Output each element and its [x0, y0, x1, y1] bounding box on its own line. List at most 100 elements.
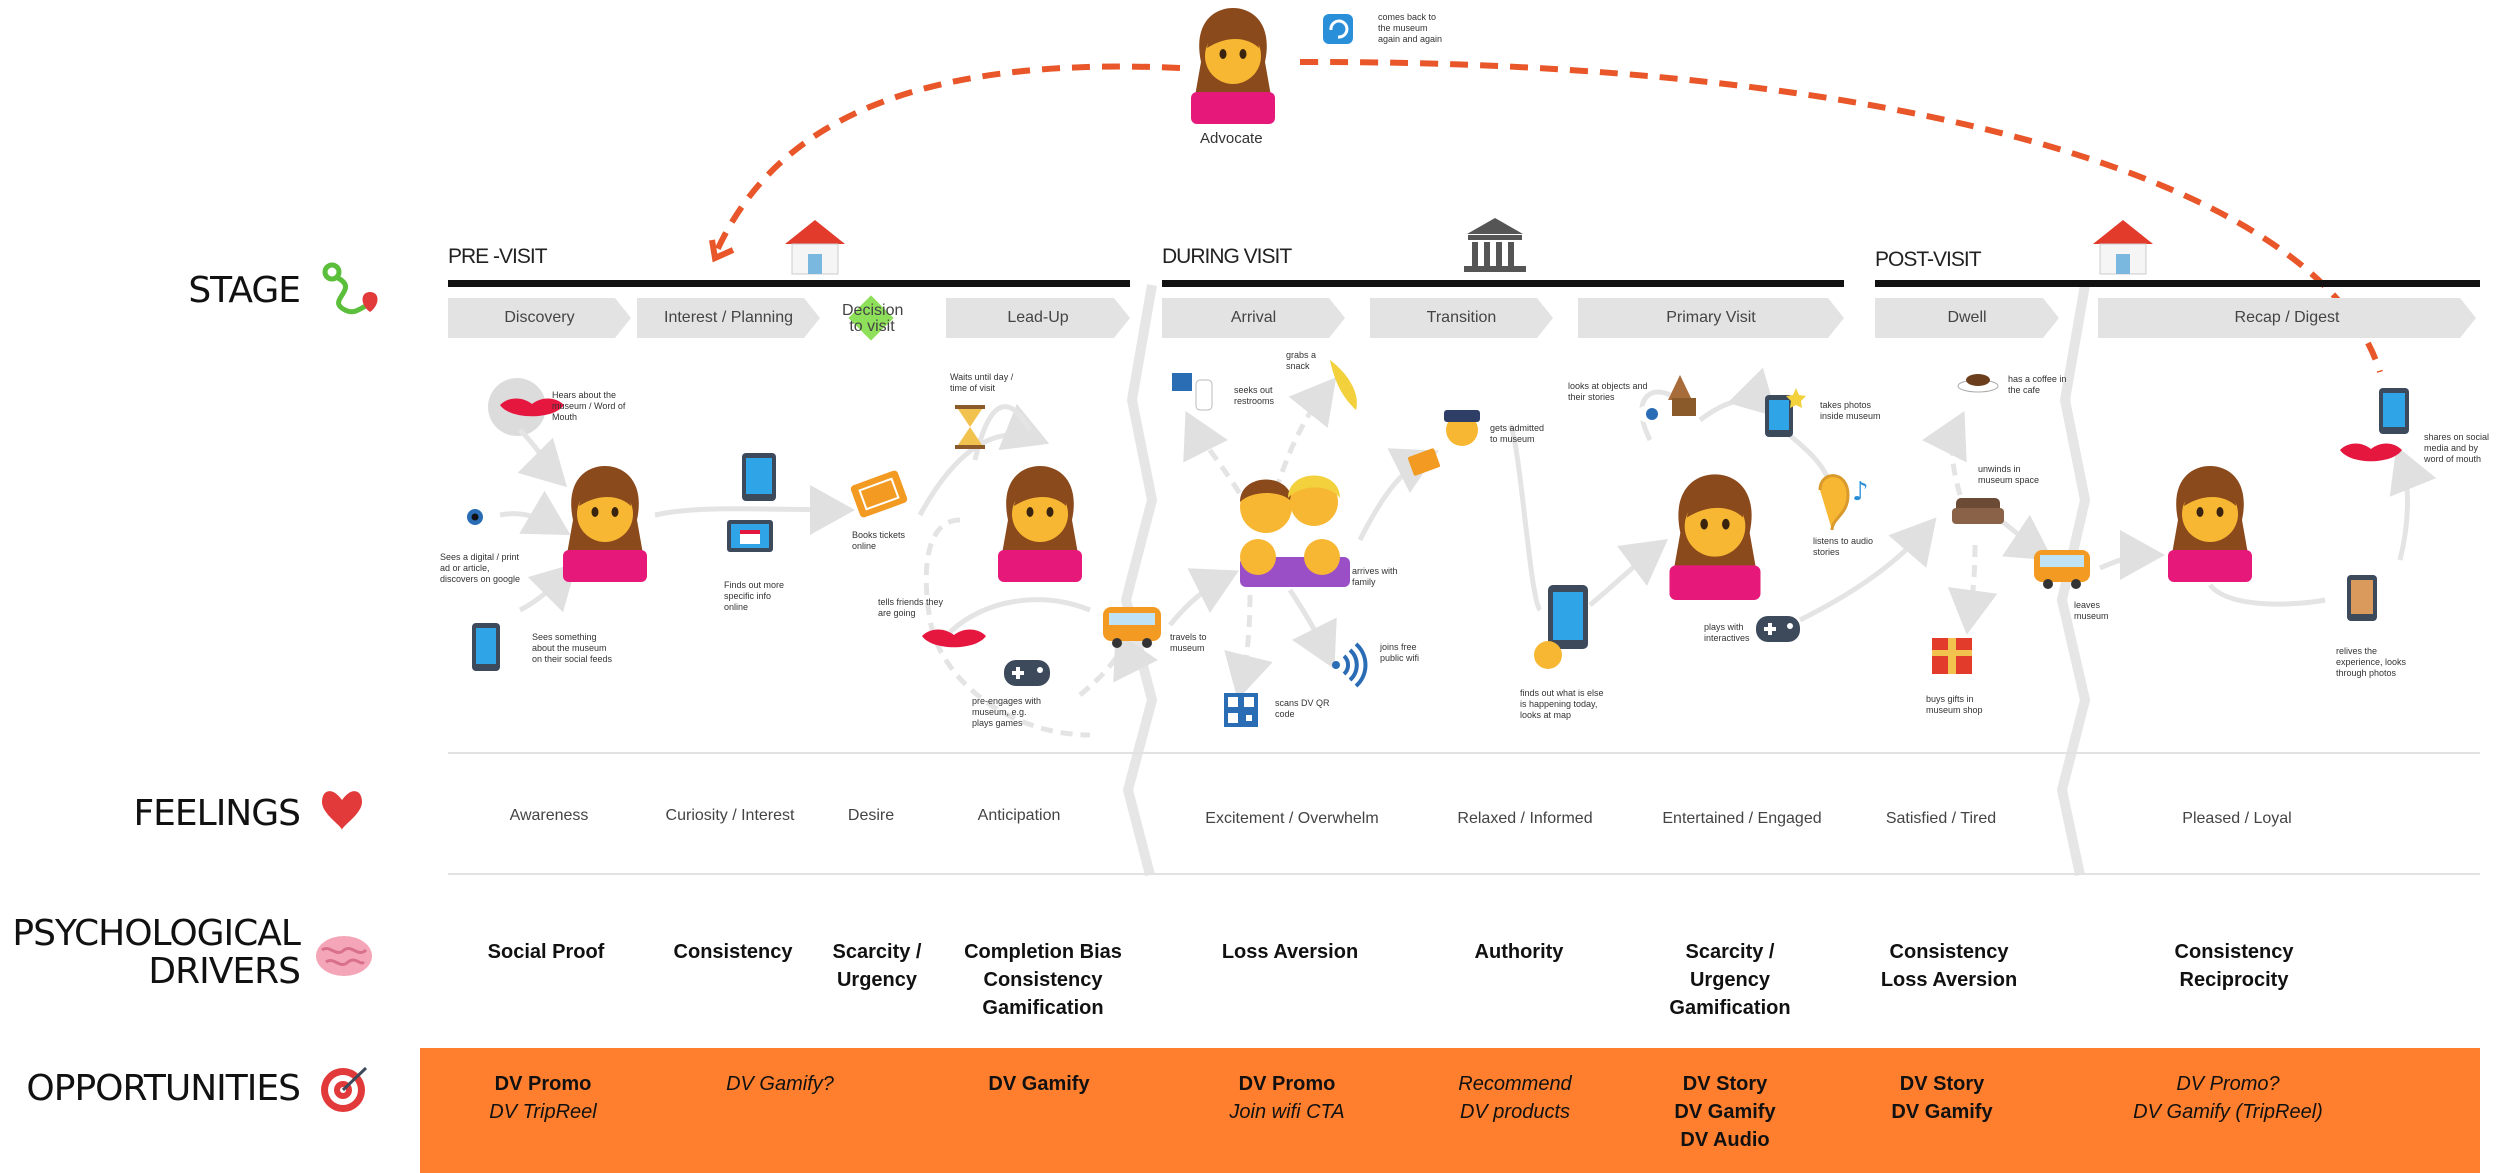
- opportunities-band: [420, 1048, 2480, 1173]
- hourglass-icon: [955, 405, 985, 449]
- opportunity-line: DV Gamify: [1891, 1101, 1993, 1123]
- family-icon: [1240, 475, 1350, 587]
- step-lead-up: Lead-Up: [946, 298, 1130, 338]
- row-label-feelings: FEELINGS: [133, 793, 301, 834]
- step-arrival: Arrival: [1162, 298, 1345, 338]
- note-qr: scans DV QR code: [1275, 698, 1330, 719]
- divider-stage-feelings: [448, 752, 2480, 754]
- eye-icon: [450, 505, 500, 529]
- opportunity-primary: DV Story DV Gamify DV Audio: [1674, 1070, 1775, 1154]
- driver-line: Scarcity /: [832, 941, 922, 963]
- driver-line: Loss Aversion: [1880, 969, 2018, 991]
- step-dwell: Dwell: [1875, 298, 2059, 338]
- note-travels: travels to museum: [1170, 632, 1207, 653]
- phase-bar-post-visit: [1875, 280, 2480, 287]
- house-icon-2: [2093, 220, 2153, 275]
- advocate-loop-left: [712, 63, 1181, 257]
- row-label-drivers-line1: PSYCHOLOGICAL: [12, 913, 301, 954]
- driver-arrival: Loss Aversion: [1222, 938, 1358, 966]
- note-shares: shares on social media and by word of mo…: [2424, 432, 2490, 464]
- row-label-opportunities: OPPORTUNITIES: [26, 1068, 301, 1109]
- gamepad-icon: [1004, 660, 1050, 686]
- heart-icon: [322, 791, 362, 830]
- banana-icon: [1330, 360, 1357, 410]
- advocate-label: Advocate: [1200, 130, 1263, 147]
- note-word-of-mouth: Hears about the museum / Word of Mouth: [552, 390, 626, 422]
- ticket-icon: [850, 470, 908, 518]
- woman-recap: [2160, 458, 2260, 586]
- opportunity-line: DV Promo?: [2176, 1073, 2280, 1095]
- row-label-stage: STAGE: [188, 270, 301, 311]
- driver-line: Consistency: [1889, 941, 2009, 963]
- opportunity-interest: DV Gamify?: [726, 1070, 834, 1098]
- map-phone-hand-icon: [1534, 585, 1588, 669]
- coffee-icon: [1957, 374, 1999, 393]
- divider-feelings-drivers: [448, 873, 2480, 875]
- feeling-recap: Pleased / Loyal: [2182, 810, 2292, 827]
- brain-icon: [316, 936, 372, 976]
- driver-line: Scarcity /: [1685, 941, 1775, 963]
- driver-line: Gamification: [982, 997, 1104, 1019]
- tablet-hand-icon: [742, 453, 776, 501]
- gamepad-icon-2: [1756, 616, 1800, 642]
- share-phone-icon: [2379, 388, 2409, 434]
- lips-icon-3: [2340, 443, 2402, 462]
- sofa-icon: [1952, 498, 2004, 524]
- note-unwinds: unwinds in museum space: [1978, 464, 2040, 485]
- separator-during: [1120, 284, 1158, 877]
- feeling-interest: Curiosity / Interest: [665, 807, 795, 824]
- driver-line: Consistency: [2174, 941, 2294, 963]
- note-gifts: buys gifts in museum shop: [1926, 694, 1983, 715]
- restroom-icon: [1172, 373, 1213, 411]
- opportunity-line: Join wifi CTA: [1229, 1101, 1345, 1123]
- note-photos: takes photos inside museum: [1820, 400, 1881, 421]
- driver-transition: Authority: [1475, 938, 1564, 966]
- advocate-arrowhead: [709, 239, 735, 263]
- driver-line: Gamification: [1669, 997, 1791, 1019]
- feeling-decision: Desire: [847, 807, 895, 824]
- driver-line: Consistency: [983, 969, 1103, 991]
- note-comes-back: comes back to the museum again and again: [1378, 12, 1443, 44]
- qr-code-icon: [1224, 693, 1258, 727]
- note-coffee: has a coffee in the cafe: [2008, 374, 2067, 395]
- calendar-computer-icon: [727, 520, 773, 552]
- lips-icon: [500, 398, 564, 417]
- museum-icon: [1464, 218, 1526, 272]
- note-wifi: joins free public wifi: [1380, 642, 1420, 663]
- note-relives: relives the experience, looks through ph…: [2336, 646, 2407, 678]
- guard-icon: [1407, 410, 1480, 476]
- note-pre-engages: pre-engages with museum, e.g. plays game…: [972, 696, 1042, 728]
- driver-line: Reciprocity: [2179, 969, 2289, 991]
- woman-discovery: [555, 458, 655, 586]
- phase-title-post-visit: POST-VISIT: [1875, 248, 1982, 271]
- row-label-drivers: PSYCHOLOGICAL DRIVERS: [12, 913, 301, 991]
- note-snack: grabs a snack: [1286, 350, 1317, 371]
- feeling-transition: Relaxed / Informed: [1457, 810, 1593, 827]
- note-finds-out: finds out what is else is happening toda…: [1520, 688, 1604, 720]
- note-social-feeds: Sees something about the museum on their…: [532, 632, 613, 664]
- driver-interest: Consistency: [674, 938, 793, 966]
- step-interest-planning: Interest / Planning: [637, 298, 820, 338]
- opportunity-line: DV Audio: [1680, 1129, 1770, 1151]
- driver-decision: Scarcity / Urgency: [833, 938, 922, 994]
- driver-line: Urgency: [1689, 969, 1771, 991]
- opportunity-line: DV Promo: [494, 1073, 592, 1095]
- note-interactives: plays with interactives: [1704, 622, 1750, 643]
- phone-icon: [472, 623, 500, 671]
- refresh-icon: [1323, 14, 1353, 44]
- feeling-arrival: Excitement / Overwhelm: [1205, 810, 1379, 827]
- woman-primary-visit: [1660, 470, 1770, 600]
- wifi-icon: [1332, 642, 1368, 688]
- opportunity-line: DV Story: [1682, 1073, 1768, 1095]
- feeling-primary: Entertained / Engaged: [1662, 810, 1822, 827]
- phase-bar-pre-visit: [448, 280, 1130, 287]
- feeling-dwell: Satisfied / Tired: [1885, 810, 1997, 827]
- opportunity-line: DV Gamify: [1674, 1101, 1776, 1123]
- gift-icon: [1932, 638, 1972, 674]
- ear-audio-icon: ♪: [1818, 474, 1869, 531]
- note-tells-friends: tells friends they are going: [878, 597, 944, 618]
- opportunity-arrival: DV Promo Join wifi CTA: [1229, 1070, 1344, 1126]
- opportunity-line: DV Gamify?: [726, 1073, 834, 1095]
